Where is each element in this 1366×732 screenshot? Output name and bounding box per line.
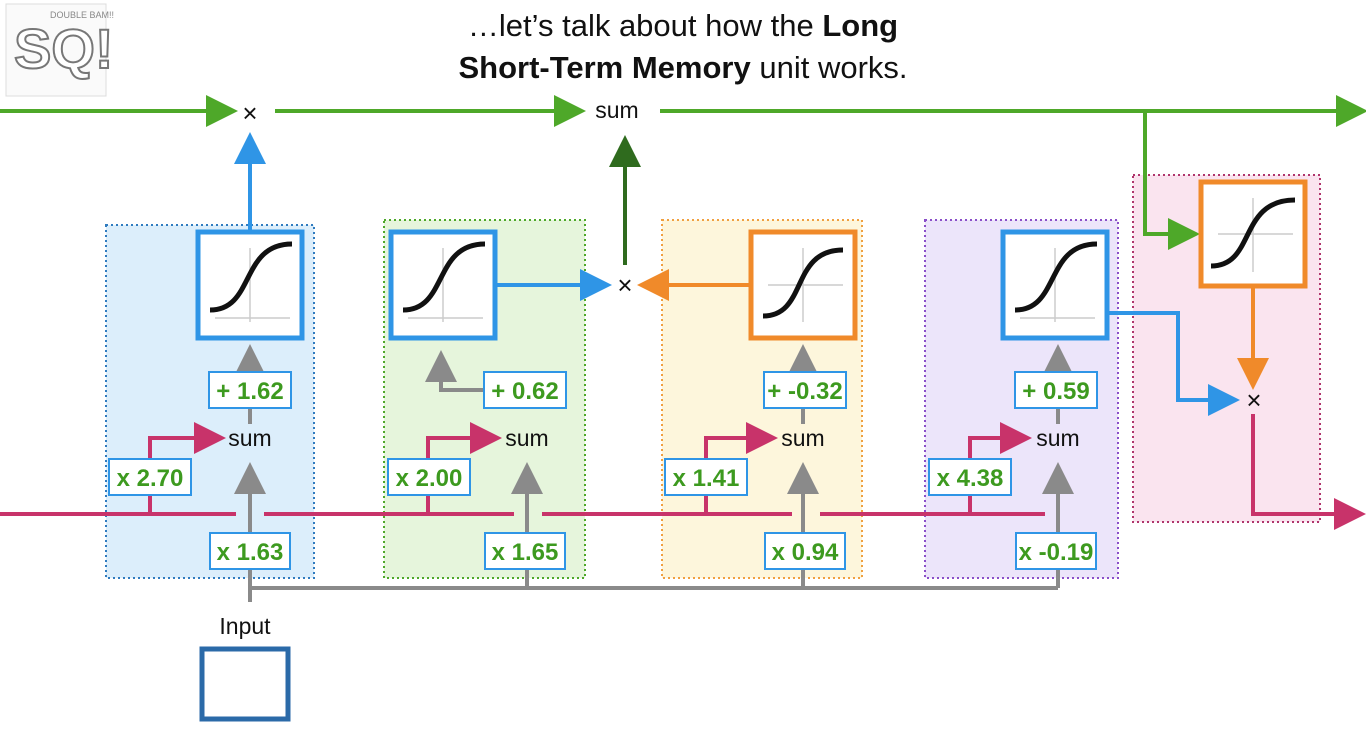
output-sigmoid-box (1000, 229, 1110, 341)
candidate-tanh-box (748, 229, 858, 341)
input-weight-3: x 0.94 (772, 539, 839, 566)
title-bold-stm: Short-Term Memory (458, 50, 751, 85)
bias-label-4: + 0.59 (1022, 378, 1089, 405)
long-term-memory-line (0, 95, 1366, 250)
bias-label-2-box (483, 371, 567, 409)
logo-small-text: DOUBLE BAM!! (50, 10, 114, 20)
input-weight-1-box (209, 532, 291, 570)
input-weight-3-box (764, 532, 846, 570)
input-weight-2-box (484, 532, 566, 570)
long-term-sum-label: sum (595, 97, 638, 123)
forget-multiply-symbol: × (242, 98, 257, 128)
sum-label-2: sum (505, 425, 548, 451)
bias-label-3: + -0.32 (767, 378, 842, 405)
input-sigmoid-box (388, 229, 498, 341)
output-tanh-box (1198, 179, 1308, 289)
short-term-weight-4: x 4.38 (937, 465, 1004, 492)
short-term-weight-2-box (387, 458, 471, 496)
input-weight-2: x 1.65 (492, 539, 559, 566)
forget-sigmoid-box (195, 229, 305, 341)
short-term-weight-3-box (664, 458, 748, 496)
output-multiply-symbol: × (1246, 385, 1261, 415)
input-weight-1: x 1.63 (217, 539, 284, 566)
input-box (199, 646, 291, 722)
sum-label-1: sum (228, 425, 271, 451)
short-term-weight-1-box (108, 458, 192, 496)
title-bold-long: Long (822, 8, 899, 43)
short-term-weight-4-box (928, 458, 1012, 496)
stage-labels: + 1.62 x 2.70 x 1.63 sum + 0.62 x 2.00 x 1.65 s… (108, 371, 1098, 570)
logo-text: SQ! (14, 17, 114, 80)
bias-label-1: + 1.62 (216, 378, 283, 405)
bias-label-3-box (763, 371, 847, 409)
sum-label-3: sum (781, 425, 824, 451)
short-term-weight-2: x 2.00 (396, 465, 463, 492)
title-suffix: unit works. (750, 50, 908, 85)
bias-label-2: + 0.62 (491, 378, 558, 405)
title-line-2: Short-Term Memory unit works. (0, 48, 1366, 88)
input-label: Input (219, 613, 271, 639)
short-term-weight-1: x 2.70 (117, 465, 184, 492)
input-weight-4-box (1015, 532, 1097, 570)
bias-label-1-box (208, 371, 292, 409)
title-line-1: …let’s talk about how the Long (0, 6, 1366, 46)
statquest-logo: SQ! DOUBLE BAM!! (5, 3, 115, 97)
bias-label-4-box (1014, 371, 1098, 409)
title-prefix: …let’s talk about how the (467, 8, 823, 43)
short-term-weight-3: x 1.41 (673, 465, 740, 492)
sum-label-4: sum (1036, 425, 1079, 451)
input-weight-4: x -0.19 (1019, 539, 1094, 566)
middle-multiply-symbol: × (617, 270, 632, 300)
